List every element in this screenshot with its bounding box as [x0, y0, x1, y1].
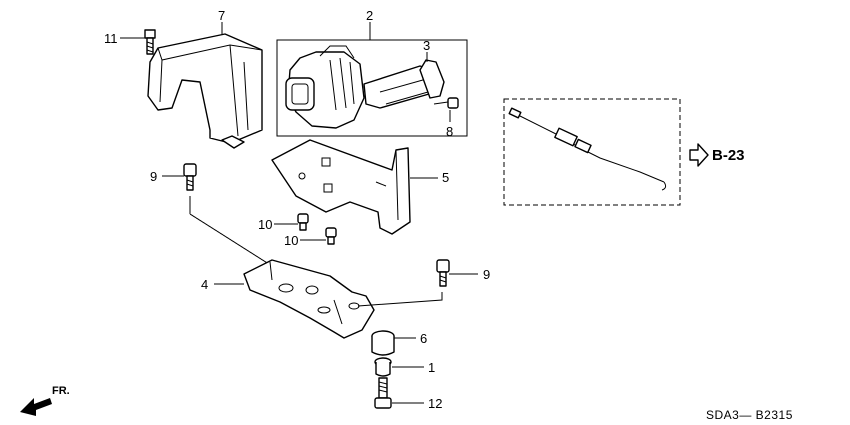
lower-bracket-4	[243, 259, 375, 339]
cable-detail	[503, 98, 681, 206]
leader-lines	[120, 22, 478, 404]
link-bracket-3	[385, 59, 445, 105]
callout-5: 5	[442, 170, 449, 185]
callout-12: 12	[428, 396, 442, 411]
collar-1	[374, 357, 392, 377]
callout-7: 7	[218, 8, 225, 23]
callout-10-lower: 10	[284, 233, 298, 248]
bolt-8	[433, 97, 459, 109]
actuator-assembly	[276, 39, 468, 137]
callout-8: 8	[446, 124, 453, 139]
front-arrow-icon	[20, 398, 52, 416]
reference-label: B-23	[712, 147, 745, 164]
bolt-10b	[325, 227, 337, 245]
callout-2: 2	[366, 8, 373, 23]
callout-4: 4	[201, 277, 208, 292]
bolt-11	[144, 29, 156, 55]
callout-1: 1	[428, 360, 435, 375]
callout-9-left: 9	[150, 169, 157, 184]
front-label: FR.	[52, 385, 70, 397]
bolt-12	[374, 377, 392, 409]
callout-9-right: 9	[483, 267, 490, 282]
diagram-code: SDA3— B2315	[706, 408, 793, 422]
upper-bracket-5	[271, 139, 411, 235]
callout-3: 3	[423, 38, 430, 53]
callout-11: 11	[104, 31, 118, 46]
callout-10-upper: 10	[258, 217, 272, 232]
bolt-10a	[297, 213, 309, 231]
reference-arrow-icon	[689, 143, 709, 167]
rubber-mount-6	[371, 330, 395, 356]
bolt-9-right	[436, 259, 450, 287]
callout-6: 6	[420, 331, 427, 346]
cover-part	[147, 33, 263, 149]
bolt-9-left	[183, 163, 197, 191]
